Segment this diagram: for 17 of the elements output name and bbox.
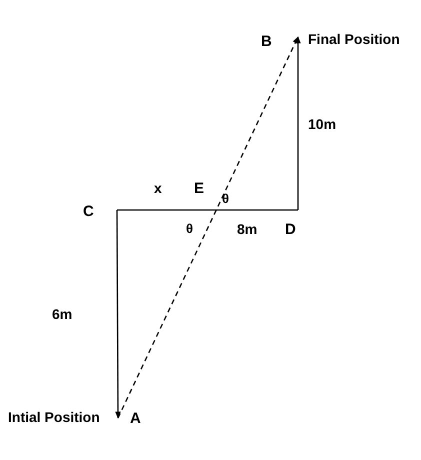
point-label: E [194, 181, 204, 196]
point-label: A [130, 411, 141, 426]
line [207, 209, 298, 211]
position-label: Intial Position [8, 410, 100, 424]
edge-label: 6m [52, 307, 72, 321]
arrow [117, 36, 299, 418]
line [117, 209, 207, 211]
angle-label: θ [222, 192, 230, 205]
edge-label: 8m [237, 222, 258, 236]
point-label: B [261, 34, 272, 49]
edge-label: 10m [308, 117, 336, 131]
arrow [115, 210, 121, 419]
angle-label: θ [186, 222, 194, 235]
arrow [295, 36, 301, 210]
point-label: C [83, 204, 94, 219]
point-label: D [285, 222, 296, 237]
position-label: Final Position [308, 32, 400, 46]
